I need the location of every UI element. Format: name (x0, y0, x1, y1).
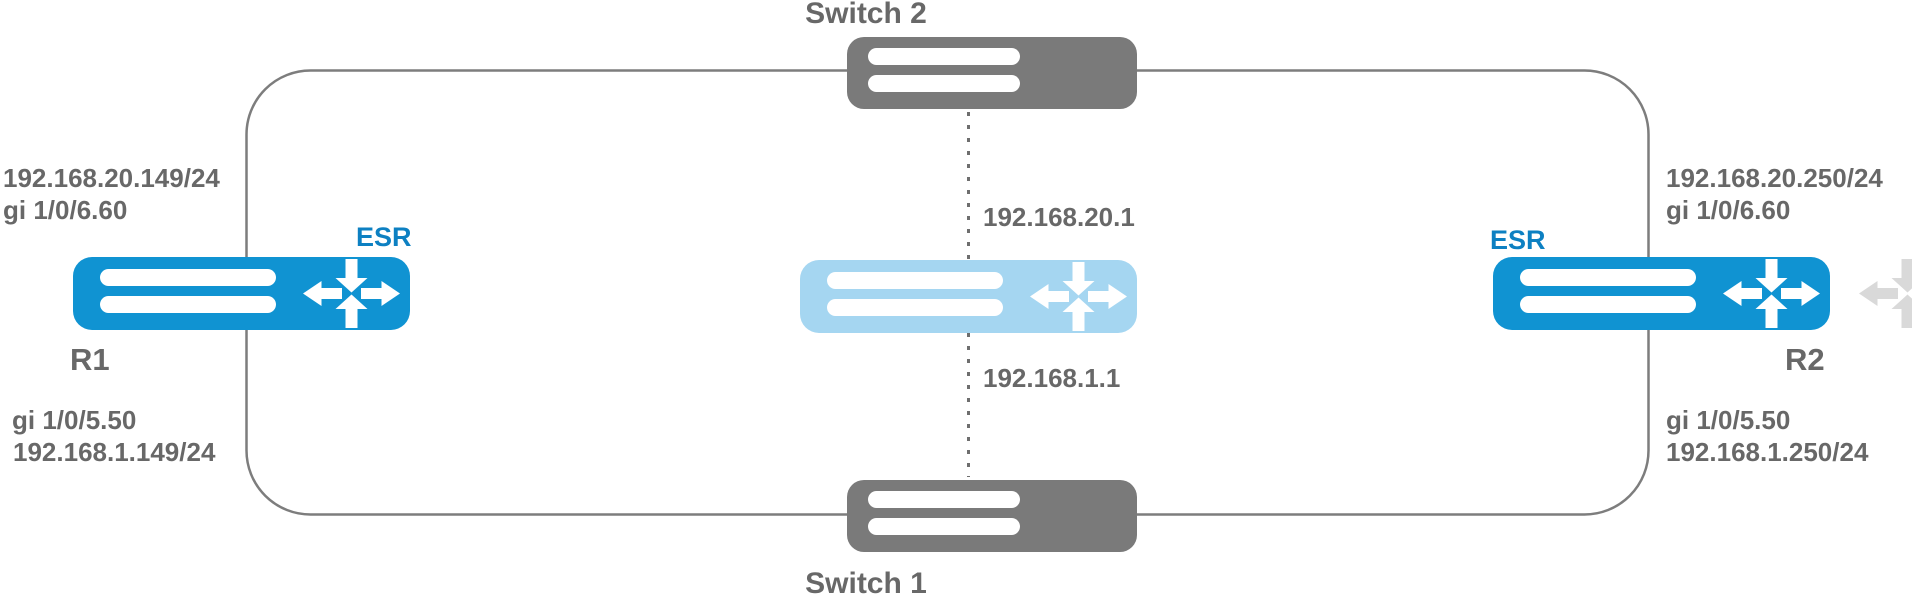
r2-upper-iface-label: gi 1/0/6.60 (1666, 195, 1791, 225)
r2-esr-label: ESR (1490, 225, 1546, 255)
router-r1-icon (73, 257, 410, 330)
switch1-label: Switch 1 (805, 567, 927, 600)
r1-upper-iface-label: gi 1/0/6.60 (3, 195, 128, 225)
r2-upper-ip-label: 192.168.20.250/24 (1666, 163, 1883, 193)
virtual-ip-lower-label: 192.168.1.1 (983, 363, 1121, 393)
faded-arrows-watermark (1859, 259, 1912, 328)
r1-upper-ip-label: 192.168.20.149/24 (3, 163, 220, 193)
r1-lower-iface-label: gi 1/0/5.50 (12, 405, 137, 435)
switch2-icon (847, 37, 1137, 109)
switch1-icon (847, 480, 1137, 552)
r2-lower-ip-label: 192.168.1.250/24 (1666, 437, 1869, 467)
r1-esr-label: ESR (356, 222, 412, 252)
r2-lower-iface-label: gi 1/0/5.50 (1666, 405, 1791, 435)
switch2-label: Switch 2 (805, 0, 927, 30)
r2-name-label: R2 (1785, 342, 1825, 377)
virtual-router-icon (800, 260, 1137, 333)
r1-name-label: R1 (70, 342, 110, 377)
virtual-ip-upper-label: 192.168.20.1 (983, 202, 1135, 232)
r1-lower-ip-label: 192.168.1.149/24 (13, 437, 216, 467)
